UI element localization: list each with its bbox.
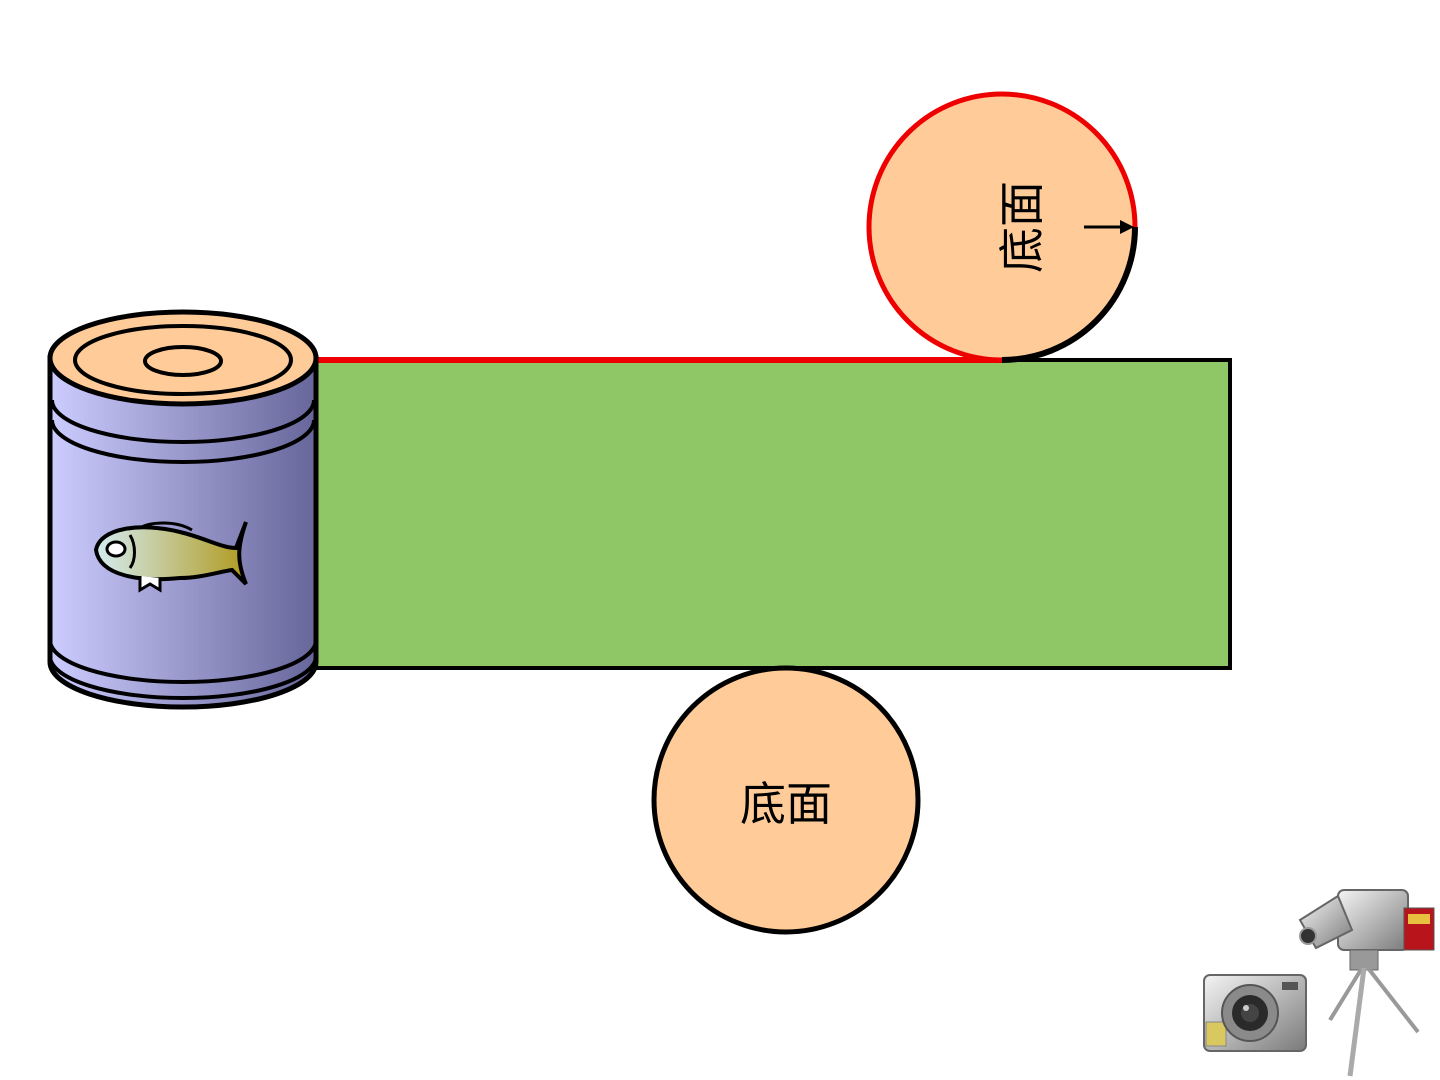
video-camera-icon: [1298, 889, 1435, 1077]
lateral-surface-rectangle: [314, 358, 1232, 670]
bottom-base-label: 底面: [740, 777, 832, 831]
compact-camera-icon: [1203, 974, 1307, 1052]
top-base-circle: 底面: [866, 91, 1138, 363]
rolled-arc: [1001, 226, 1138, 363]
top-base-label: 底面: [995, 181, 1049, 273]
bottom-base-circle: 底面: [651, 665, 921, 935]
tin-can-with-fish-icon: [47, 309, 319, 710]
fish-icon: [93, 521, 248, 593]
arrow-head-icon: [1120, 220, 1134, 234]
cameras-icon: [1203, 889, 1435, 1077]
